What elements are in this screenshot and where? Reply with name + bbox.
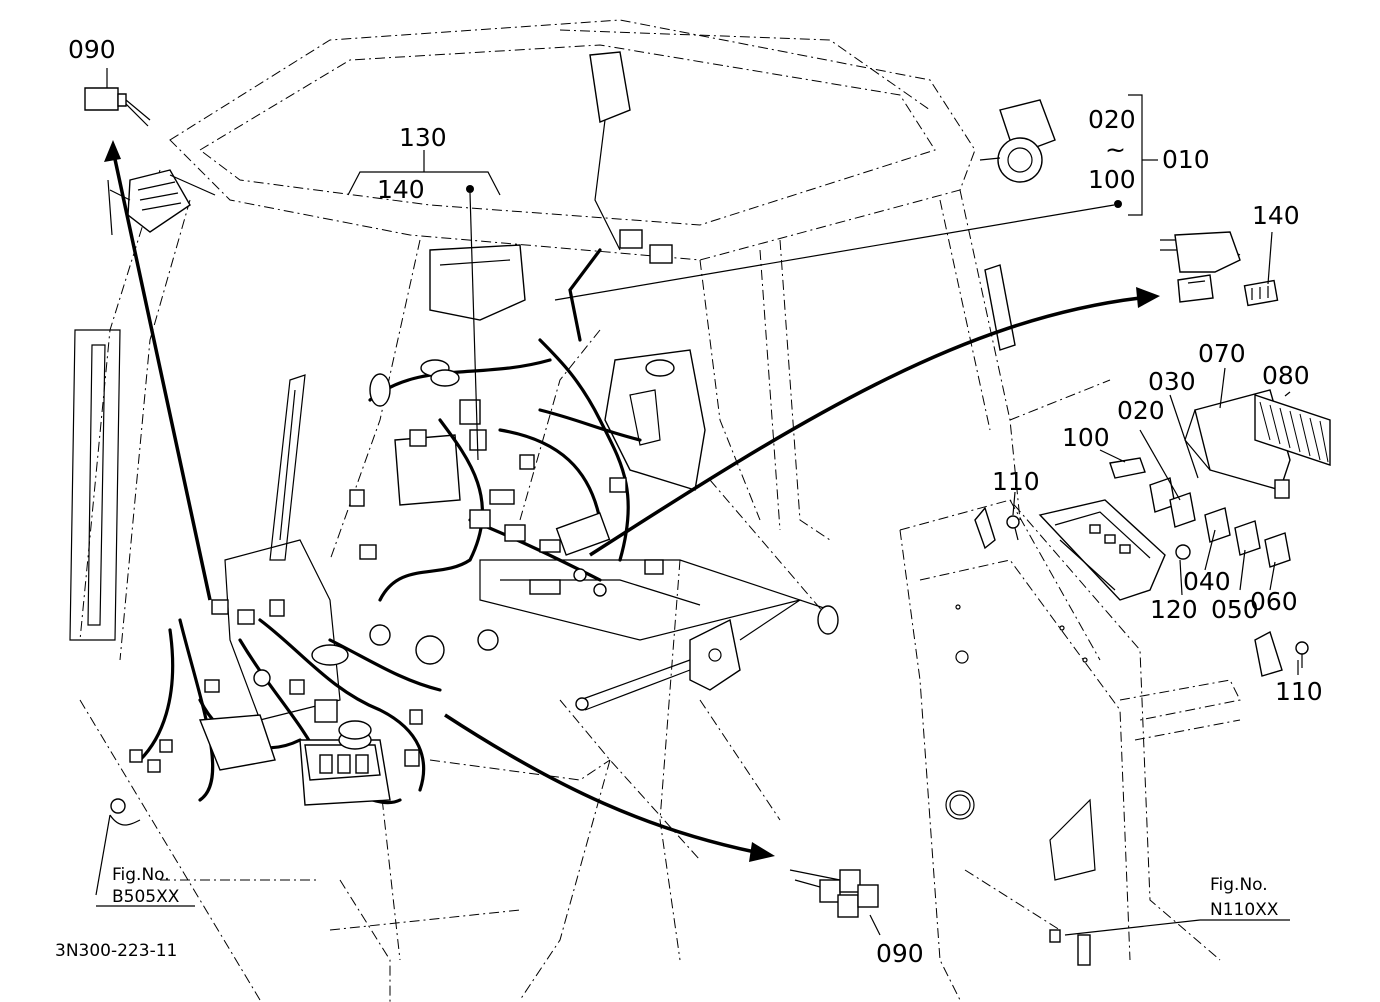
part-label-020: 020 [1117,396,1165,425]
part-label-080: 080 [1262,361,1310,390]
side-panel [899,499,1241,1001]
part-label-020-range: 020 [1088,105,1136,134]
work-light-left [107,169,216,236]
lower-harness [109,599,499,826]
part-label-010: 010 [1162,145,1210,174]
part-label-100: 100 [1062,423,1110,452]
part-label-090-top: 090 [68,35,116,64]
part-labels: 090 130 140 020 ~ 100 010 140 070 080 03… [68,35,1323,968]
mirror-bracket [984,264,1016,351]
upper-harness [349,244,664,602]
part-label-030: 030 [1148,367,1196,396]
bolts-and-clips [974,506,1309,677]
fig-ref-code: B505XX [112,887,180,907]
fig-ref-code: N110XX [1210,900,1279,920]
roof-light [589,51,673,264]
pedal-assembly [575,599,839,711]
part-label-120: 120 [1150,595,1198,624]
figure-reference-n110xx: Fig.No. N110XX [1210,875,1279,920]
part-label-130: 130 [399,123,447,152]
connector-090-bottom [789,869,879,918]
connector-140-right [1160,231,1279,307]
part-label-140-right: 140 [1252,201,1300,230]
steering-column [224,374,341,721]
part-label-090-bottom: 090 [876,939,924,968]
part-label-110-right: 110 [1275,677,1323,706]
part-label-050: 050 [1211,595,1259,624]
part-label-060: 060 [1250,587,1298,616]
part-label-070: 070 [1198,339,1246,368]
cab-outline [69,19,1111,1002]
work-light-right [979,99,1056,183]
part-label-110-left: 110 [992,467,1040,496]
leader-lines [95,68,1299,936]
part-label-range-tilde: ~ [1105,135,1126,164]
part-label-140: 140 [377,175,425,204]
arrows [104,140,1160,862]
part-label-040: 040 [1183,567,1231,596]
figure-reference-b505xx: Fig.No. B505XX [112,865,180,907]
operator-seat [479,349,803,641]
part-label-100-range: 100 [1088,165,1136,194]
fuse-holders [1109,457,1291,568]
control-unit [1038,499,1166,601]
fig-ref-label: Fig.No. [112,865,170,885]
drawing-code: 3N300-223-11 [55,941,177,961]
fig-ref-label: Fig.No. [1210,875,1268,895]
connector-090-top [84,87,151,127]
label-080 [1254,394,1331,466]
